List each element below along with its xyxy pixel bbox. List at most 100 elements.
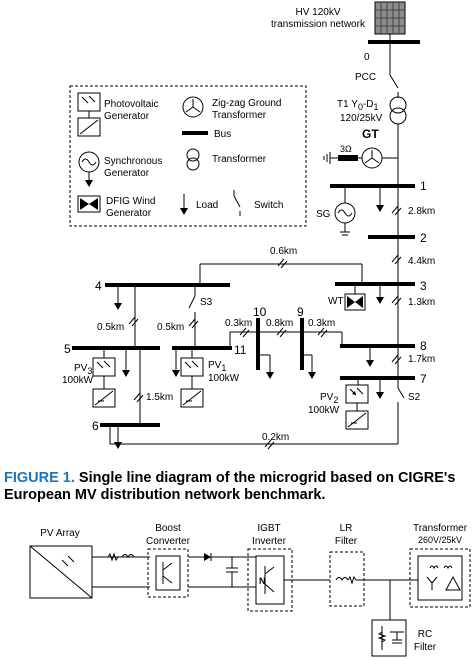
load-arrow-icon (366, 360, 374, 367)
dist-0-3km-a: 0.3km (225, 318, 252, 329)
node-6-label: 6 (92, 419, 99, 433)
pv1-rating: 100kW (208, 373, 240, 384)
legend-load-icon (180, 208, 188, 215)
legend-dfig-2: Generator (106, 208, 152, 219)
s2-label: S2 (408, 392, 421, 403)
dist-0-8km: 0.8km (266, 318, 293, 329)
diode-icon (204, 553, 211, 561)
gt-zigzag-transformer (361, 147, 383, 169)
svg-text:N: N (259, 576, 266, 586)
node-4-label: 4 (95, 279, 102, 293)
load-arrow-icon (376, 205, 384, 212)
sg-label: SG (316, 209, 331, 220)
pv-array-label: PV Array (40, 528, 79, 539)
transformer-winding-icon (426, 565, 461, 591)
transformer-rating: 260V/25kV (418, 535, 462, 545)
figure-caption: FIGURE 1.Single line diagram of the micr… (4, 470, 470, 504)
rc-filter-box (371, 619, 407, 657)
igbt-label-1: IGBT (257, 523, 280, 534)
pcc-label: PCC (355, 72, 376, 83)
node-8-label: 8 (420, 339, 427, 353)
pv3-label: PV3 (74, 363, 92, 376)
legend-load: Load (196, 200, 218, 211)
s3-label: S3 (200, 297, 213, 308)
boost-label-1: Boost (155, 523, 181, 534)
pv1-label: PV1 (208, 360, 226, 373)
dist-0-3km-b: 0.3km (308, 318, 335, 329)
boost-converter-box (147, 548, 189, 598)
load-arrow-icon (376, 392, 384, 399)
hv-label-1: HV 120kV (295, 7, 340, 18)
legend-pv-2: Generator (104, 111, 150, 122)
node-9-label: 9 (297, 305, 304, 319)
node-2-label: 2 (420, 231, 427, 245)
legend-box (69, 85, 307, 227)
legend-transformer-icon (186, 148, 200, 171)
load-arrow-icon (114, 442, 122, 449)
t1-transformer (389, 96, 407, 125)
caption-tag: FIGURE 1. (4, 470, 75, 486)
t1-label: T1 Y0-D1 (337, 99, 379, 112)
load-arrow-icon (266, 372, 274, 379)
dist-2-8km: 2.8km (408, 206, 435, 217)
node-11-label: 11 (234, 343, 247, 357)
legend-bus: Bus (214, 129, 231, 140)
dc-resistor (107, 552, 119, 562)
node-1-label: 1 (420, 179, 427, 193)
t1-rating: 120/25kV (340, 113, 383, 124)
hv-grid-source (374, 1, 406, 35)
legend-zigzag-1: Zig-zag Ground (212, 98, 281, 109)
legend-sync-2: Generator (104, 168, 150, 179)
dist-0-5km-b: 0.5km (157, 322, 184, 333)
gt-resistor-label: 3Ω (340, 144, 352, 154)
lr-label-2: Filter (335, 536, 358, 547)
dist-0-5km-a: 0.5km (97, 322, 124, 333)
dist-1-7km: 1.7km (408, 354, 435, 365)
legend-sync-1: Synchronous (104, 156, 162, 167)
s2-switch (397, 387, 405, 399)
dist-1-3km: 1.3km (408, 297, 435, 308)
transformer-label: Transformer (413, 523, 468, 534)
lr-filter-box (329, 551, 365, 607)
wt-label: WT (328, 296, 344, 307)
s3-switch (188, 295, 196, 309)
legend-switch-icon (233, 195, 241, 208)
load-arrow-icon (376, 297, 384, 304)
hv-label-2: transmission network (271, 19, 366, 30)
node-10-label: 10 (253, 305, 267, 319)
load-arrow-icon (114, 303, 122, 310)
legend-zigzag-2: Transformer (212, 110, 267, 121)
pv2-generator (345, 384, 369, 404)
gt-label: GT (362, 127, 379, 141)
legend-pv-icon (77, 92, 101, 112)
igbt-label-2: Inverter (252, 536, 287, 547)
legend-transformer: Transformer (212, 154, 267, 165)
rc-label-1: RC (418, 629, 432, 640)
load-arrow-icon (122, 370, 130, 377)
pv3-generator (92, 357, 116, 377)
lr-label-1: LR (340, 523, 353, 534)
rc-label-2: Filter (414, 642, 437, 653)
node-7-label: 7 (420, 372, 427, 386)
load-arrow-icon (172, 370, 180, 377)
dist-4-4km: 4.4km (408, 256, 435, 267)
dc-inductor (121, 554, 135, 558)
pcc-switch (389, 74, 399, 89)
dist-1-5km: 1.5km (146, 392, 173, 403)
pv3-rating: 100kW (62, 375, 94, 386)
pv2-rating: 100kW (308, 405, 340, 416)
node-3-label: 3 (420, 279, 427, 293)
gt-resistor (338, 155, 358, 161)
legend-zigzag-icon (182, 96, 204, 118)
legend-pv-1: Photovoltaic (104, 99, 158, 110)
legend-switch: Switch (254, 200, 283, 211)
boost-label-2: Converter (146, 536, 191, 547)
transformer-box (409, 548, 471, 608)
caption-text: Single line diagram of the microgrid bas… (4, 470, 456, 503)
load-arrow-icon (308, 372, 316, 379)
pv1-generator (180, 357, 204, 377)
dist-0-6km: 0.6km (270, 246, 297, 257)
pv2-label: PV2 (320, 392, 338, 405)
node-0-label: 0 (364, 52, 370, 63)
